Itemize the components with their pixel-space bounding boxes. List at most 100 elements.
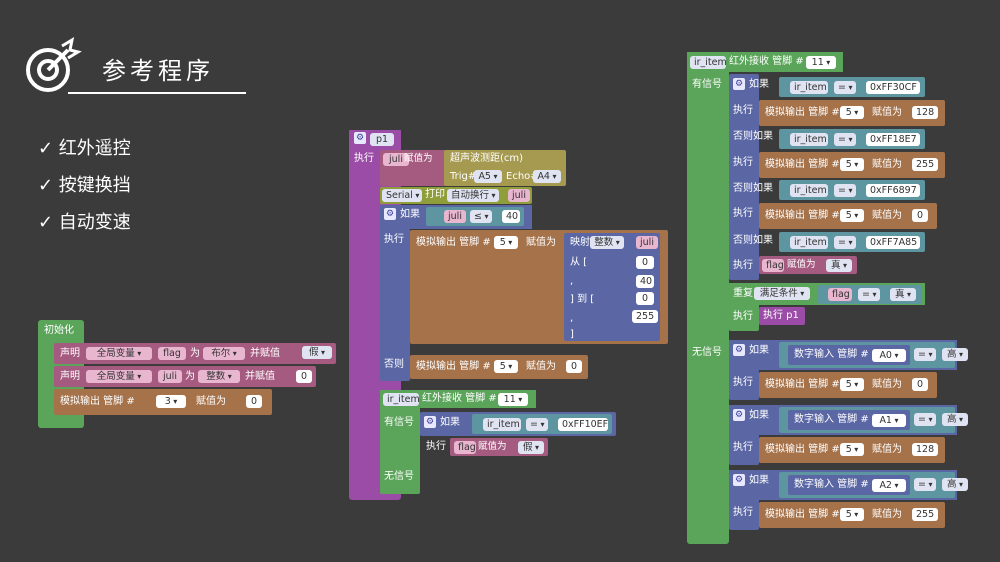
- trig-pin-dropdown[interactable]: A5: [474, 170, 502, 183]
- operator-dropdown[interactable]: =: [834, 236, 856, 249]
- ir-item-var[interactable]: ir_item: [690, 56, 727, 69]
- number-input[interactable]: 255: [912, 508, 938, 521]
- ir-item-var[interactable]: ir_item: [383, 393, 420, 406]
- pin-dropdown[interactable]: 5: [840, 158, 864, 171]
- ir-item-var[interactable]: ir_item: [483, 418, 521, 431]
- var-juli[interactable]: juli: [636, 236, 658, 249]
- ir-code-input[interactable]: 0xFF30CF: [866, 81, 920, 94]
- function-name[interactable]: p1: [370, 133, 394, 146]
- bool-dropdown[interactable]: 假: [302, 346, 332, 359]
- ultrasonic-label: 超声波测距(cm): [450, 153, 524, 164]
- ir-pin-dropdown[interactable]: 11: [498, 393, 528, 406]
- ir-code-input[interactable]: 0xFF7A85: [866, 236, 920, 249]
- type-dropdown[interactable]: 布尔: [203, 347, 245, 360]
- map-end-label: ]: [570, 329, 574, 340]
- bool-dropdown[interactable]: 假: [518, 441, 544, 454]
- gear-icon[interactable]: ⚙: [733, 409, 745, 421]
- operator-dropdown[interactable]: =: [858, 288, 880, 301]
- number-input[interactable]: 128: [912, 443, 938, 456]
- ir-pin-dropdown[interactable]: 11: [806, 56, 836, 69]
- gear-icon[interactable]: ⚙: [424, 416, 436, 428]
- operator-dropdown[interactable]: =: [834, 81, 856, 94]
- gear-icon[interactable]: ⚙: [354, 132, 366, 144]
- ir-code-input[interactable]: 0xFF10EF: [558, 418, 608, 431]
- bool-dropdown[interactable]: 真: [826, 259, 852, 272]
- type-dropdown[interactable]: 整数: [198, 370, 240, 383]
- level-dropdown[interactable]: 高: [942, 413, 968, 426]
- var-juli[interactable]: juli: [444, 210, 466, 223]
- level-dropdown[interactable]: 高: [942, 348, 968, 361]
- gear-icon[interactable]: ⚙: [733, 474, 745, 486]
- operator-dropdown[interactable]: =: [914, 348, 936, 361]
- number-input[interactable]: 128: [912, 106, 938, 119]
- var-flag[interactable]: flag: [158, 347, 186, 360]
- pin-dropdown[interactable]: 5: [840, 443, 864, 456]
- analog-out-label: 模拟输出 管脚 #: [416, 361, 491, 372]
- map-v4-input[interactable]: 255: [632, 310, 658, 323]
- ir-item-var[interactable]: ir_item: [790, 184, 828, 197]
- analog-out-label: 模拟输出 管脚 #: [765, 107, 840, 118]
- var-flag[interactable]: flag: [828, 288, 852, 301]
- scope-dropdown[interactable]: 全局变量: [86, 370, 152, 383]
- pin-dropdown[interactable]: 5: [840, 508, 864, 521]
- pin-dropdown[interactable]: 5: [840, 378, 864, 391]
- ir-code-input[interactable]: 0xFF18E7: [866, 133, 920, 146]
- if-elif-chain-block[interactable]: [729, 74, 759, 280]
- pin-dropdown[interactable]: 5: [494, 360, 518, 373]
- gear-icon[interactable]: ⚙: [384, 208, 396, 220]
- digital-pin-dropdown[interactable]: A2: [872, 479, 906, 492]
- operator-dropdown[interactable]: =: [526, 418, 548, 431]
- number-input[interactable]: 0: [246, 395, 262, 408]
- pin-dropdown[interactable]: 5: [840, 209, 864, 222]
- comma-label: ,: [570, 276, 574, 287]
- pin-dropdown[interactable]: 3: [156, 395, 186, 408]
- bool-dropdown[interactable]: 真: [890, 288, 916, 301]
- var-juli[interactable]: juli: [383, 153, 409, 166]
- repeat-mode-dropdown[interactable]: 满足条件: [754, 287, 810, 300]
- map-v3-input[interactable]: 0: [636, 292, 654, 305]
- var-flag[interactable]: flag: [454, 441, 476, 454]
- var-flag[interactable]: flag: [762, 259, 784, 272]
- var-juli[interactable]: juli: [158, 370, 182, 383]
- assign-label: 赋值为: [404, 153, 433, 164]
- exec-label: 执行: [733, 507, 753, 518]
- ir-item-var[interactable]: ir_item: [790, 81, 828, 94]
- pin-dropdown[interactable]: 5: [494, 236, 518, 249]
- operator-dropdown[interactable]: ≤: [470, 210, 492, 223]
- scope-dropdown[interactable]: 全局变量: [86, 347, 152, 360]
- echo-pin-dropdown[interactable]: A4: [533, 170, 561, 183]
- map-v1-input[interactable]: 0: [636, 256, 654, 269]
- elif-label: 否则如果: [733, 131, 773, 142]
- digital-pin-dropdown[interactable]: A0: [872, 349, 906, 362]
- operator-dropdown[interactable]: =: [834, 133, 856, 146]
- ir-receive-main-block[interactable]: [687, 52, 729, 544]
- exec-label: 执行: [733, 377, 753, 388]
- operator-dropdown[interactable]: =: [914, 478, 936, 491]
- ir-item-var[interactable]: ir_item: [790, 133, 828, 146]
- var-juli[interactable]: juli: [508, 189, 530, 202]
- number-input[interactable]: 0: [912, 209, 928, 222]
- number-input[interactable]: 0: [566, 360, 582, 373]
- ir-code-input[interactable]: 0xFF6897: [866, 184, 920, 197]
- ir-item-var[interactable]: ir_item: [790, 236, 828, 249]
- digital-pin-dropdown[interactable]: A1: [872, 414, 906, 427]
- level-dropdown[interactable]: 高: [942, 478, 968, 491]
- as-label: 为: [185, 371, 195, 382]
- operator-dropdown[interactable]: =: [834, 184, 856, 197]
- if-block[interactable]: [380, 205, 410, 381]
- map-type-dropdown[interactable]: 整数: [590, 236, 624, 249]
- pin-dropdown[interactable]: 5: [840, 106, 864, 119]
- call-p1-block[interactable]: [759, 307, 805, 325]
- number-input[interactable]: 255: [912, 158, 938, 171]
- operator-dropdown[interactable]: =: [914, 413, 936, 426]
- map-from-label: 从 [: [570, 257, 588, 268]
- number-input[interactable]: 40: [502, 210, 520, 223]
- serial-dropdown[interactable]: Serial: [382, 189, 422, 202]
- newline-dropdown[interactable]: 自动换行: [447, 189, 499, 202]
- bullet-ir: ✓ 红外遥控: [38, 138, 131, 159]
- map-v2-input[interactable]: 40: [636, 275, 654, 288]
- gear-icon[interactable]: ⚙: [733, 344, 745, 356]
- number-input[interactable]: 0: [296, 370, 312, 383]
- number-input[interactable]: 0: [912, 378, 928, 391]
- gear-icon[interactable]: ⚙: [733, 78, 745, 90]
